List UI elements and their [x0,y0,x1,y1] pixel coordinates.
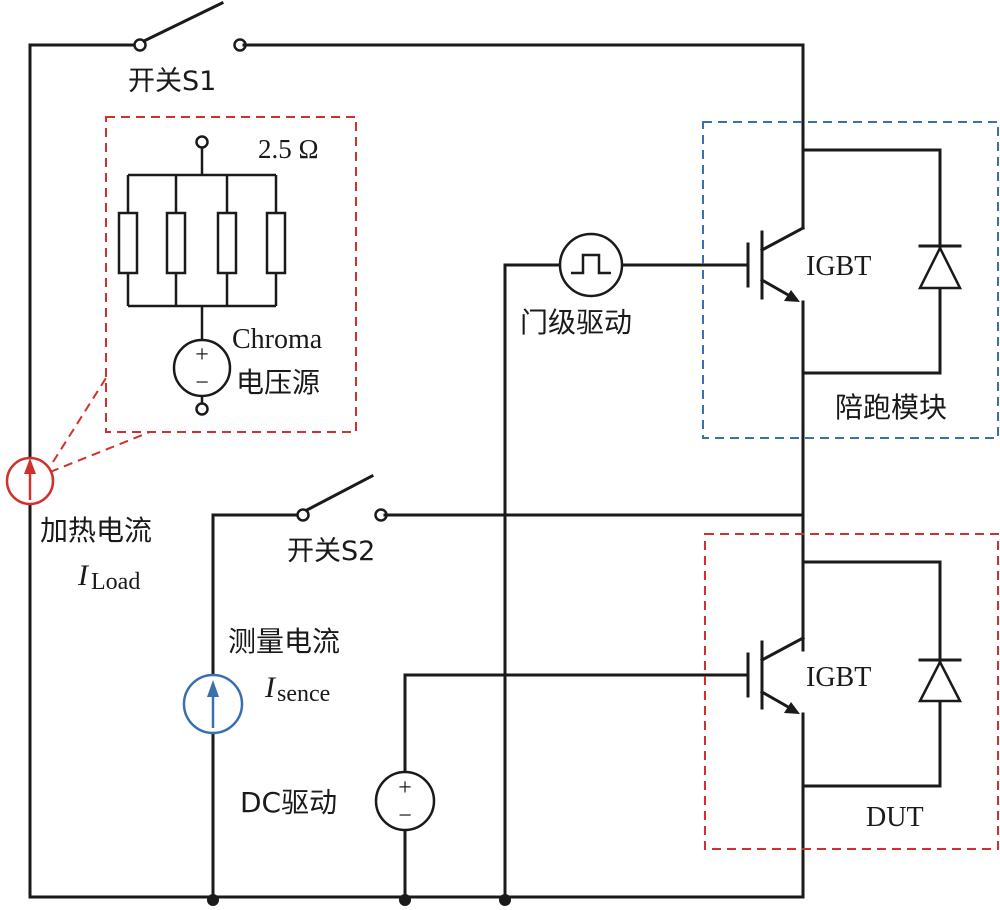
callout-leader-lines [49,377,151,473]
i-load-symbol: I [77,559,90,592]
switch-s2 [296,473,388,522]
igbt-bottom [746,560,942,788]
dc-drive-source: + − [374,770,436,832]
companion-module-label: 陪跑模块 [835,391,947,424]
load-box [105,116,357,433]
measure-current-label: 测量电流 I sence [228,625,340,707]
junction-dot [399,894,411,906]
switch-s1-label: 开关S1 [128,66,216,97]
junction-dots [207,894,511,906]
junction-dot [207,894,219,906]
chroma-label: Chroma [232,324,323,355]
heating-current-source [5,456,55,506]
resistor-icon [265,211,287,275]
measure-current-source [182,673,244,735]
dut-box [704,533,999,850]
heating-current-text: 加热电流 [40,514,152,547]
voltage-source-icon [374,770,436,832]
switch-s2-label: 开关S2 [287,536,375,567]
i-sence-subscript: sence [277,681,330,707]
dc-drive-label: DC驱动 [240,786,337,819]
switch-s1 [133,0,247,52]
chroma-plus: + [195,342,209,368]
gate-drive-generator [558,232,624,298]
dc-minus: − [398,803,412,829]
resistor-bank [117,135,287,416]
measure-current-text: 测量电流 [228,625,340,658]
chroma-sub-label: 电压源 [236,366,320,399]
gate-drive-label: 门级驱动 [520,306,632,339]
resistor-icon [117,211,139,275]
i-sence-symbol: I [264,671,277,704]
resistance-label: 2.5 Ω [258,134,319,164]
voltage-source-icon [172,338,232,398]
diode-top [917,244,963,290]
pulse-generator-icon [558,232,624,298]
dut-label: DUT [866,802,924,833]
diode-icon [917,659,963,703]
resistor-icon [165,211,187,275]
dc-plus: + [398,775,412,801]
junction-dot [499,894,511,906]
resistor-icon [216,211,238,275]
igbt-bottom-label: IGBT [806,662,871,693]
chroma-voltage-source: + − [172,338,232,398]
i-load-subscript: Load [91,569,140,595]
main-wiring [28,43,805,899]
chroma-minus: − [195,370,209,396]
diode-icon [917,245,963,290]
heating-current-label: 加热电流 I Load [40,514,152,595]
igbt-top-label: IGBT [806,251,871,282]
companion-module-box [702,121,999,439]
diode-bottom [917,658,963,703]
